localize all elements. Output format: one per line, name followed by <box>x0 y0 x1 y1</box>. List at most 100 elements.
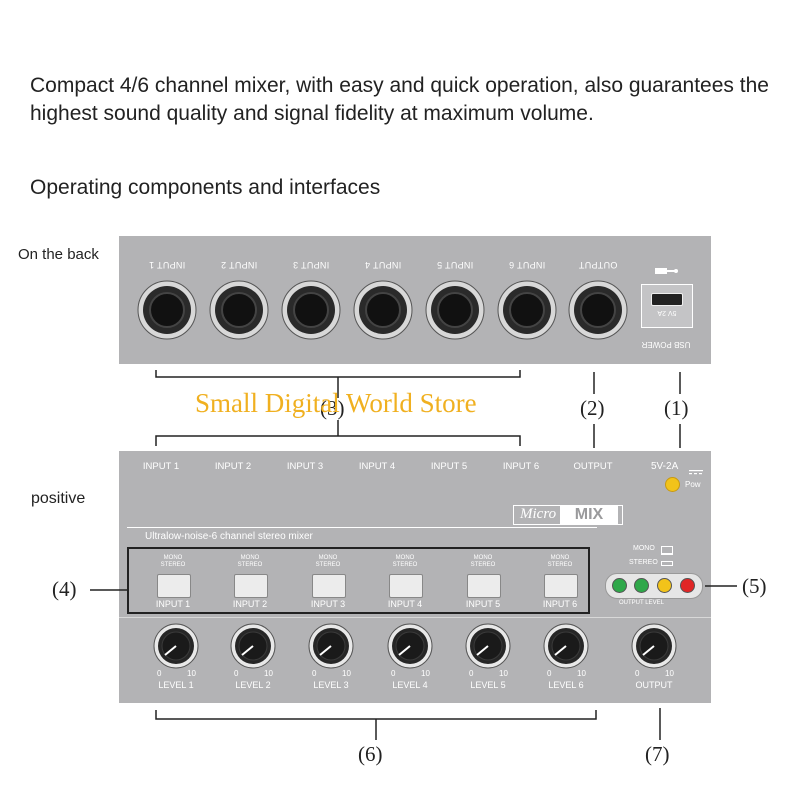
mono-stereo-button[interactable] <box>544 574 578 598</box>
stereo-legend-icon <box>661 561 673 566</box>
mono-text: MONO <box>318 555 338 561</box>
callout-2: (2) <box>580 396 605 420</box>
back-input-jack[interactable] <box>281 280 341 340</box>
stereo-legend: STEREO <box>629 559 658 566</box>
front-input-bracket <box>155 435 521 446</box>
back-input-bracket <box>155 370 521 378</box>
channel-level-knob[interactable] <box>230 623 276 669</box>
usb-port[interactable] <box>651 293 683 306</box>
scale-max: 10 <box>187 669 196 678</box>
callout-5: (5) <box>742 574 767 598</box>
panel-divider <box>119 617 711 618</box>
mono-stereo-button[interactable] <box>467 574 501 598</box>
mono-stereo-button[interactable] <box>389 574 423 598</box>
usb-port-frame: 5V 2A <box>641 284 693 328</box>
callout-4: (4) <box>52 577 77 601</box>
mono-stereo-button[interactable] <box>312 574 346 598</box>
channel-level-knob[interactable] <box>543 623 589 669</box>
stereo-text: STEREO <box>237 562 263 568</box>
scale-min: 0 <box>469 669 474 678</box>
back-input-jack[interactable] <box>497 280 557 340</box>
level-led-green-2 <box>634 578 649 593</box>
mono-text: MONO <box>395 555 415 561</box>
knob-label: LEVEL 2 <box>235 680 271 690</box>
button-channel-label: INPUT 1 <box>155 599 191 609</box>
scale-min: 0 <box>635 669 640 678</box>
channel-level-knob[interactable] <box>308 623 354 669</box>
knob-label: LEVEL 6 <box>548 680 584 690</box>
back-input-jack[interactable] <box>425 280 485 340</box>
mono-legend: MONO <box>633 545 655 552</box>
panel-subtitle: Ultralow-noise-6 channel stereo mixer <box>145 531 313 542</box>
knob-label: LEVEL 3 <box>313 680 349 690</box>
mono-legend-icon <box>661 546 673 555</box>
level-led-yellow <box>657 578 672 593</box>
mono-text: MONO <box>163 555 183 561</box>
callout-1: (1) <box>664 396 689 420</box>
front-jack-label: INPUT 6 <box>502 461 540 472</box>
front-jack-label: INPUT 2 <box>214 461 252 472</box>
output-level-label: OUTPUT LEVEL <box>619 600 664 606</box>
pow-label: Pow <box>685 480 701 489</box>
callout-3: (3) <box>320 396 345 420</box>
knob-label: LEVEL 4 <box>392 680 428 690</box>
intro-text: Compact 4/6 channel mixer, with easy and… <box>30 74 769 125</box>
back-input-jack[interactable] <box>353 280 413 340</box>
output-level-knob[interactable] <box>631 623 677 669</box>
scale-max: 10 <box>665 669 674 678</box>
stereo-text: STEREO <box>547 562 573 568</box>
stereo-text: STEREO <box>470 562 496 568</box>
scale-min: 0 <box>312 669 317 678</box>
output-level-meter <box>605 573 703 599</box>
scale-max: 10 <box>342 669 351 678</box>
stereo-text: STEREO <box>392 562 418 568</box>
button-channel-label: INPUT 6 <box>542 599 578 609</box>
stereo-text: STEREO <box>315 562 341 568</box>
knob-label: LEVEL 5 <box>470 680 506 690</box>
power-led <box>665 477 680 492</box>
callout-7: (7) <box>645 742 670 766</box>
micromix-logo: Micro MIX <box>513 505 623 525</box>
power-rating: 5V-2A <box>651 461 679 472</box>
front-jack-label: INPUT 5 <box>430 461 468 472</box>
stereo-text: STEREO <box>160 562 186 568</box>
back-output-jack[interactable] <box>568 280 628 340</box>
scale-max: 10 <box>577 669 586 678</box>
scale-max: 10 <box>499 669 508 678</box>
dc-symbol-icon <box>689 463 703 475</box>
mono-text: MONO <box>473 555 493 561</box>
knob-label: LEVEL 1 <box>158 680 194 690</box>
button-channel-label: INPUT 4 <box>387 599 423 609</box>
mono-text: MONO <box>550 555 570 561</box>
scale-min: 0 <box>157 669 162 678</box>
channel-level-knob[interactable] <box>153 623 199 669</box>
callout-6: (6) <box>358 742 383 766</box>
level-led-red <box>680 578 695 593</box>
button-channel-label: INPUT 5 <box>465 599 501 609</box>
channel-level-knob[interactable] <box>387 623 433 669</box>
brand-name: MIX <box>560 505 618 524</box>
channel-level-knob[interactable] <box>465 623 511 669</box>
store-watermark: Small Digital World Store <box>195 388 477 418</box>
back-side-label: On the back <box>18 246 99 263</box>
mono-stereo-button[interactable] <box>157 574 191 598</box>
brand-prefix: Micro <box>520 506 557 522</box>
knob-label: OUTPUT <box>635 680 673 690</box>
mono-stereo-button-group <box>127 547 590 614</box>
mono-stereo-button[interactable] <box>234 574 268 598</box>
back-input-jack[interactable] <box>209 280 269 340</box>
scale-min: 0 <box>234 669 239 678</box>
knob-bracket <box>155 710 597 720</box>
front-side-label: positive <box>31 490 86 507</box>
mono-text: MONO <box>240 555 260 561</box>
back-input-jack[interactable] <box>137 280 197 340</box>
front-jack-label: INPUT 4 <box>358 461 396 472</box>
